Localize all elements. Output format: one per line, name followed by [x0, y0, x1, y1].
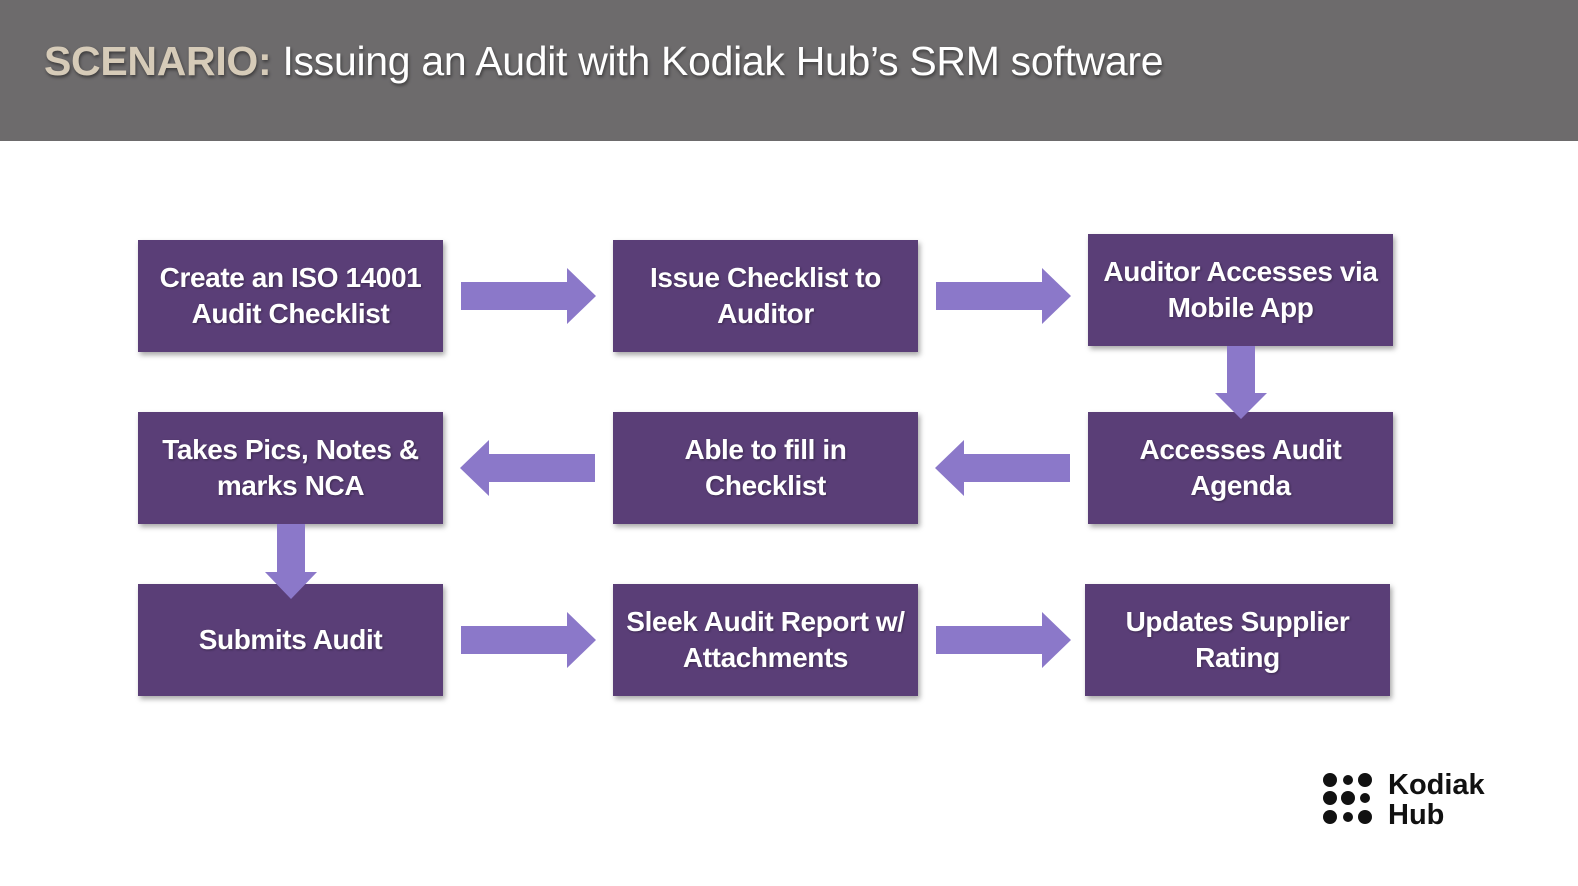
- title-text: Issuing an Audit with Kodiak Hub’s SRM s…: [271, 38, 1164, 84]
- page-title: SCENARIO: Issuing an Audit with Kodiak H…: [44, 38, 1164, 85]
- arrow-right-icon: [461, 268, 596, 324]
- step-submit-audit: Submits Audit: [138, 584, 443, 696]
- logo-dots-icon: [1323, 773, 1372, 824]
- arrow-right-icon: [936, 612, 1071, 668]
- step-label: Updates Supplier Rating: [1125, 606, 1350, 673]
- step-label: Submits Audit: [198, 624, 383, 655]
- step-auditor-access: Auditor Accesses via Mobile App: [1088, 234, 1393, 346]
- logo-line-2: Hub: [1388, 799, 1445, 831]
- arrow-left-icon: [460, 440, 595, 496]
- step-audit-report: Sleek Audit Report w/ Attachments: [613, 584, 918, 696]
- step-label: Takes Pics, Notes & marks NCA: [162, 434, 419, 501]
- step-label: Able to fill in Checklist: [684, 434, 847, 501]
- step-label: Auditor Accesses via Mobile App: [1103, 256, 1378, 323]
- arrow-down-icon: [265, 524, 317, 599]
- kodiak-hub-logo: Kodiak Hub: [1322, 770, 1502, 830]
- arrow-right-icon: [461, 612, 596, 668]
- logo-line-1: Kodiak: [1388, 769, 1485, 801]
- arrow-left-icon: [935, 440, 1070, 496]
- step-label: Sleek Audit Report w/ Attachments: [626, 606, 905, 673]
- step-take-pics: Takes Pics, Notes & marks NCA: [138, 412, 443, 524]
- step-label: Accesses Audit Agenda: [1139, 434, 1342, 501]
- arrow-right-icon: [936, 268, 1071, 324]
- step-label: Issue Checklist to Auditor: [650, 262, 881, 329]
- step-label: Create an ISO 14001 Audit Checklist: [159, 262, 422, 329]
- step-create-checklist: Create an ISO 14001 Audit Checklist: [138, 240, 443, 352]
- step-fill-checklist: Able to fill in Checklist: [613, 412, 918, 524]
- step-update-rating: Updates Supplier Rating: [1085, 584, 1390, 696]
- title-lead: SCENARIO:: [44, 38, 272, 84]
- logo-text: Kodiak Hub: [1388, 770, 1485, 830]
- header-banner: SCENARIO: Issuing an Audit with Kodiak H…: [0, 0, 1578, 141]
- step-issue-checklist: Issue Checklist to Auditor: [613, 240, 918, 352]
- arrow-down-icon: [1215, 346, 1267, 419]
- step-access-agenda: Accesses Audit Agenda: [1088, 412, 1393, 524]
